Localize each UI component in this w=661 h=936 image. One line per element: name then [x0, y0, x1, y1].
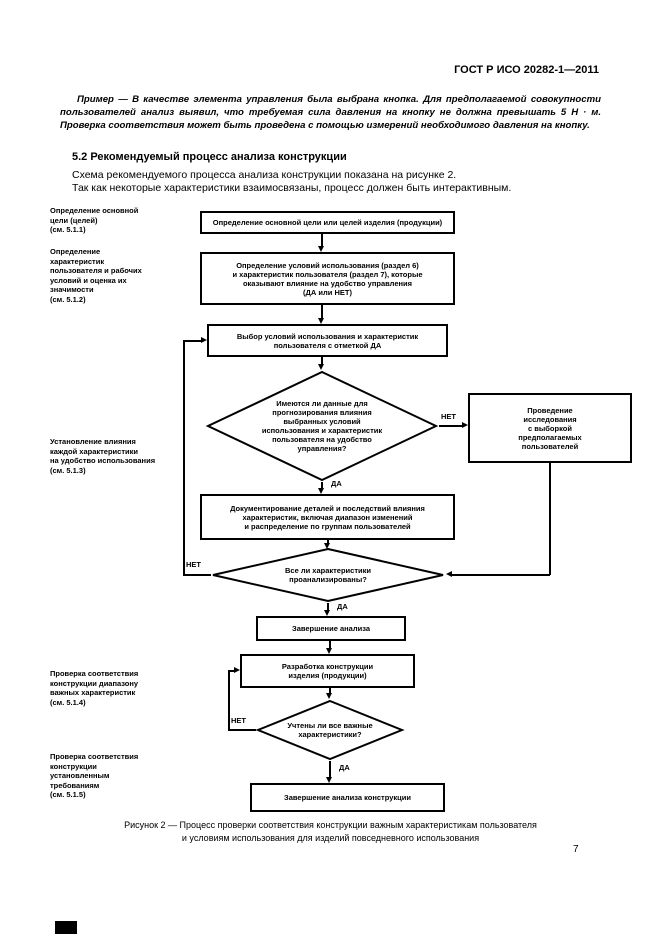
node-define-conditions: Определение условий использования (разде…: [200, 252, 455, 305]
arrowhead-right: [201, 337, 207, 343]
edge-label-yes: ДА: [337, 602, 348, 611]
decision-all-considered: Учтены ли все важные характеристики?: [255, 699, 405, 761]
node-define-goals-label: Определение основной цели или целей изде…: [212, 218, 443, 227]
node-conduct-study-label: Проведение исследования с выборкой предп…: [518, 405, 582, 451]
arrowhead-down: [324, 610, 330, 616]
edge-label-no: НЕТ: [441, 412, 456, 421]
diamond-shape: [212, 547, 444, 603]
side-label-1: Определение основной цели (целей) (см. 5…: [50, 206, 139, 234]
edge-label-no: НЕТ: [231, 716, 246, 725]
body-paragraph-1: Схема рекомендуемого процесса анализа ко…: [72, 169, 457, 181]
connector: [329, 688, 331, 693]
decision-all-considered-label: Учтены ли все важные характеристики?: [287, 721, 373, 739]
connector: [228, 729, 256, 731]
connector: [183, 340, 201, 342]
connector: [321, 482, 323, 488]
diamond-shape: [205, 370, 439, 482]
node-document-details-label: Документирование деталей и последствий в…: [230, 503, 425, 531]
decision-all-analyzed-label: Все ли характеристики проанализированы?: [284, 566, 371, 584]
node-document-details: Документирование деталей и последствий в…: [200, 494, 455, 540]
arrowhead-right: [462, 422, 468, 428]
page-number: 7: [573, 844, 579, 855]
connector: [228, 670, 234, 672]
connector: [452, 574, 550, 576]
connector: [321, 305, 323, 318]
connector: [439, 425, 462, 427]
node-complete-design-analysis-label: Завершение анализа конструкции: [284, 793, 411, 802]
decision-data-available: Имеются ли данные для прогнозирования вл…: [205, 370, 439, 482]
node-select-conditions-label: Выбор условий использования и характерис…: [236, 331, 419, 350]
arrowhead-left: [446, 571, 452, 577]
node-define-conditions-label: Определение условий использования (разде…: [232, 260, 423, 297]
example-paragraph: Пример — В качестве элемента управления …: [60, 94, 601, 131]
decision-data-available-label: Имеются ли данные для прогнозирования вл…: [261, 399, 383, 453]
edge-label-yes: ДА: [331, 479, 342, 488]
node-complete-analysis-label: Завершение анализа: [292, 624, 370, 633]
edge-label-no: НЕТ: [186, 560, 201, 569]
arrowhead-down: [326, 648, 332, 654]
connector: [329, 641, 331, 648]
connector: [549, 463, 551, 575]
node-develop-design: Разработка конструкции изделия (продукци…: [240, 654, 415, 688]
connector: [327, 603, 329, 610]
node-develop-design-label: Разработка конструкции изделия (продукци…: [281, 662, 374, 680]
node-select-conditions: Выбор условий использования и характерис…: [207, 324, 448, 357]
connector: [321, 357, 323, 364]
arrowhead-down: [318, 488, 324, 494]
node-complete-analysis: Завершение анализа: [256, 616, 406, 641]
arrowhead-down: [324, 543, 330, 549]
diamond-shape: [255, 699, 405, 761]
side-label-4: Проверка соответствия конструкции диапаз…: [50, 669, 139, 707]
print-registration-mark: [55, 921, 77, 934]
arrowhead-down: [326, 693, 332, 699]
decision-all-analyzed: Все ли характеристики проанализированы?: [210, 547, 446, 603]
side-label-5: Проверка соответствия конструкции устано…: [50, 752, 139, 799]
side-label-2: Определение характеристик пользователя и…: [50, 247, 142, 304]
section-heading: 5.2 Рекомендуемый процесс анализа констр…: [72, 151, 347, 163]
body-paragraph-2: Так как некоторые характеристики взаимос…: [72, 182, 512, 194]
side-label-3: Установление влияния каждой характеристи…: [50, 437, 156, 475]
arrowhead-down: [318, 364, 324, 370]
connector: [327, 540, 329, 543]
node-complete-design-analysis: Завершение анализа конструкции: [250, 783, 445, 812]
arrowhead-right: [234, 667, 240, 673]
connector: [183, 574, 211, 576]
node-define-goals: Определение основной цели или целей изде…: [200, 211, 455, 234]
connector: [321, 234, 323, 246]
arrowhead-down: [318, 246, 324, 252]
node-conduct-study: Проведение исследования с выборкой предп…: [468, 393, 632, 463]
arrowhead-down: [326, 777, 332, 783]
connector: [228, 670, 230, 730]
edge-label-yes: ДА: [339, 763, 350, 772]
connector: [183, 340, 185, 576]
connector: [329, 761, 331, 777]
document-header: ГОСТ Р ИСО 20282-1—2011: [454, 64, 599, 76]
figure-caption: Рисунок 2 — Процесс проверки соответстви…: [124, 820, 537, 843]
arrowhead-down: [318, 318, 324, 324]
